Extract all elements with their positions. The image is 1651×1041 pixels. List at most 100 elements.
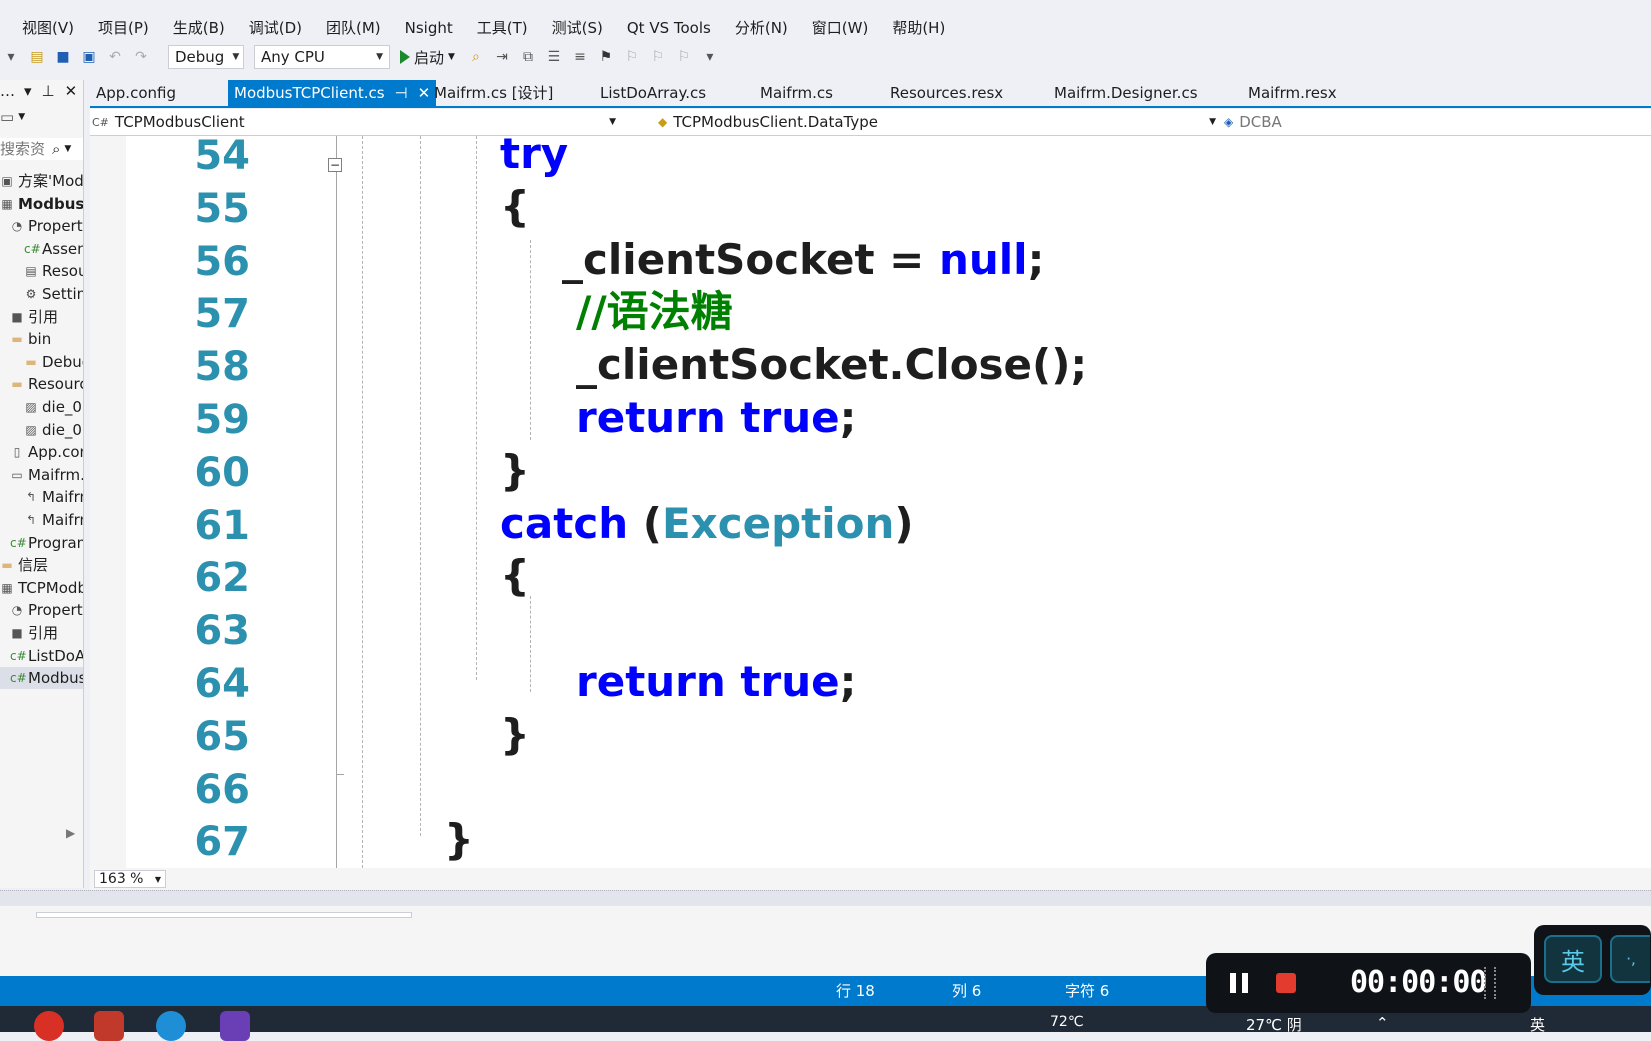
redo-icon[interactable]: ↷ <box>135 49 147 65</box>
tree-item[interactable]: ▬Resource <box>0 373 83 395</box>
code-line: try <box>500 136 568 180</box>
tree-item[interactable]: ↰Maifrm <box>0 509 83 531</box>
indent-icon[interactable]: ☰ <box>547 49 561 65</box>
solution-explorer: … ▾ ⊥ ✕ ▭ ▼ 搜索资源管 ⌕ ▼ ▣方案'ModbusC▦Modbus… <box>0 80 84 888</box>
breakpoint-window-icon[interactable]: ⧉ <box>522 49 533 65</box>
menu-item[interactable]: 分析(N) <box>734 19 788 37</box>
prev-bookmark-icon[interactable]: ⚐ <box>625 49 639 65</box>
tree-item[interactable]: ↰Maifrm <box>0 486 83 508</box>
menu-item[interactable]: 窗口(W) <box>811 19 869 37</box>
platform-select[interactable]: Any CPU ▼ <box>254 45 390 69</box>
undo-icon[interactable]: ↶ <box>109 49 121 65</box>
dropdown-icon[interactable]: ▾ <box>24 82 32 100</box>
toolbar-overflow-icon[interactable]: ▾ <box>706 49 714 65</box>
tree-item[interactable]: ▣方案'ModbusC <box>0 170 83 192</box>
tree-item[interactable]: c#ListDoArr <box>0 645 83 667</box>
tab-4[interactable]: Maifrm.cs <box>754 80 839 106</box>
menu-item[interactable]: 项目(P) <box>97 19 149 37</box>
sync-icon[interactable]: ▭ <box>0 108 15 126</box>
member-select[interactable]: ◈ DCBA <box>1224 111 1644 133</box>
start-button[interactable]: 启动 ▼ <box>394 47 461 68</box>
pause-icon[interactable] <box>1230 973 1248 993</box>
edge-icon[interactable] <box>156 1011 186 1041</box>
search-input[interactable]: 搜索资源管 ⌕ ▼ <box>0 138 83 160</box>
menu-item[interactable]: 生成(B) <box>172 19 225 37</box>
tab-6[interactable]: Maifrm.Designer.cs <box>1048 80 1204 106</box>
menu-item[interactable]: 测试(S) <box>551 19 603 37</box>
tree-item[interactable]: ▨die_03 <box>0 419 83 441</box>
menu-item[interactable]: 视图(V) <box>22 19 74 37</box>
csharp-file-icon: c# <box>10 648 27 663</box>
menu-item[interactable]: Qt VS Tools <box>626 19 711 37</box>
tree-item[interactable]: c#Program. <box>0 532 83 554</box>
tree-item[interactable]: ▦ModbusCon <box>0 193 83 215</box>
collapse-icon[interactable]: − <box>328 158 342 172</box>
tree-item[interactable]: ▤Resou <box>0 260 83 282</box>
project-select[interactable]: C# TCPModbusClient ▼ <box>92 111 622 133</box>
code-line: { <box>500 181 530 233</box>
tree-item[interactable]: ■引用 <box>0 622 58 644</box>
close-icon[interactable]: ✕ <box>64 82 78 100</box>
clear-bookmarks-icon[interactable]: ⚐ <box>677 49 691 65</box>
tree-item[interactable]: c#Assem <box>0 238 83 260</box>
tree-item[interactable]: ◔Propertie <box>0 215 83 237</box>
tree-item[interactable]: ▬Debug <box>0 351 83 373</box>
tab-0[interactable]: App.config <box>90 80 182 106</box>
pin-icon[interactable]: ⊥ <box>41 82 55 100</box>
dropdown-arrow-icon[interactable]: ▾ <box>7 49 15 65</box>
code-line: return true; <box>576 656 856 708</box>
find-icon[interactable]: ⌕ <box>472 49 480 65</box>
tab-2[interactable]: Maifrm.cs [设计] <box>428 80 559 106</box>
tree-item-label: Propertie <box>28 601 83 620</box>
tab-1[interactable]: ModbusTCPClient.cs⊣✕ <box>228 80 437 106</box>
panel-splitter[interactable] <box>0 890 1651 907</box>
tree-item[interactable]: c#ModbusT <box>0 667 83 690</box>
tree-item[interactable]: ◔Propertie <box>0 599 83 621</box>
save-icon[interactable]: ■ <box>56 49 70 65</box>
enum-icon: ◆ <box>658 115 668 129</box>
drag-handle-icon[interactable] <box>1484 967 1496 999</box>
menu-item[interactable]: 团队(M) <box>325 19 381 37</box>
configuration-select[interactable]: Debug ▼ <box>168 45 244 69</box>
tab-7[interactable]: Maifrm.resx <box>1242 80 1343 106</box>
stop-icon[interactable] <box>1276 973 1296 993</box>
tray-ime[interactable]: 英 <box>1530 1016 1546 1034</box>
tree-item[interactable]: ▯App.conf <box>0 441 83 463</box>
weather[interactable]: 27℃ 阴 <box>1246 1016 1302 1034</box>
ime-punctuation-icon[interactable]: ·, <box>1610 935 1650 983</box>
type-select[interactable]: ◆ TCPModbusClient.DataType ▼ <box>658 111 1222 133</box>
tree-item[interactable]: ▭Maifrm.cs <box>0 464 83 486</box>
tree-item[interactable]: ▬信层 <box>0 554 48 576</box>
output-panel-field[interactable] <box>36 912 412 918</box>
save-all-icon[interactable]: ▣ <box>82 49 96 65</box>
tab-5[interactable]: Resources.resx <box>884 80 1009 106</box>
code-token: } <box>500 445 530 495</box>
outdent-icon[interactable]: ≡ <box>574 49 586 65</box>
menu-item[interactable]: Nsight <box>404 19 453 37</box>
pin-icon[interactable]: ⊣ <box>394 84 408 102</box>
menu-item[interactable]: 调试(D) <box>248 19 302 37</box>
code-token: ; <box>839 657 857 706</box>
tree-item[interactable]: ▨die_01 <box>0 396 83 418</box>
tree-item[interactable]: ▦TCPModbus <box>0 577 83 599</box>
next-bookmark-icon[interactable]: ⚐ <box>651 49 665 65</box>
tree-item[interactable]: ▬bin <box>0 328 51 350</box>
app-icon[interactable] <box>94 1011 124 1041</box>
zoom-select[interactable]: 163 % ▼ <box>94 870 166 888</box>
menu-item[interactable]: 工具(T) <box>476 19 528 37</box>
tree-item[interactable]: ■引用 <box>0 306 58 328</box>
tab-3[interactable]: ListDoArray.cs <box>594 80 712 106</box>
open-folder-icon[interactable]: ▤ <box>30 49 44 65</box>
scroll-right-icon[interactable]: ▶ <box>66 826 76 840</box>
menu-item[interactable]: 帮助(H) <box>892 19 946 37</box>
close-icon[interactable]: ✕ <box>417 84 431 102</box>
chrome-icon[interactable] <box>34 1011 64 1041</box>
visual-studio-icon[interactable] <box>220 1011 250 1041</box>
step-icon[interactable]: ⇥ <box>496 49 508 65</box>
bookmark-icon[interactable]: ⚑ <box>599 49 613 65</box>
tree-item[interactable]: ⚙Settin <box>0 283 83 305</box>
tray-chevron-icon[interactable]: ⌃ <box>1376 1014 1389 1032</box>
chevron-down-icon[interactable]: ▼ <box>18 112 26 122</box>
ime-mode-button[interactable]: 英 <box>1544 935 1602 983</box>
